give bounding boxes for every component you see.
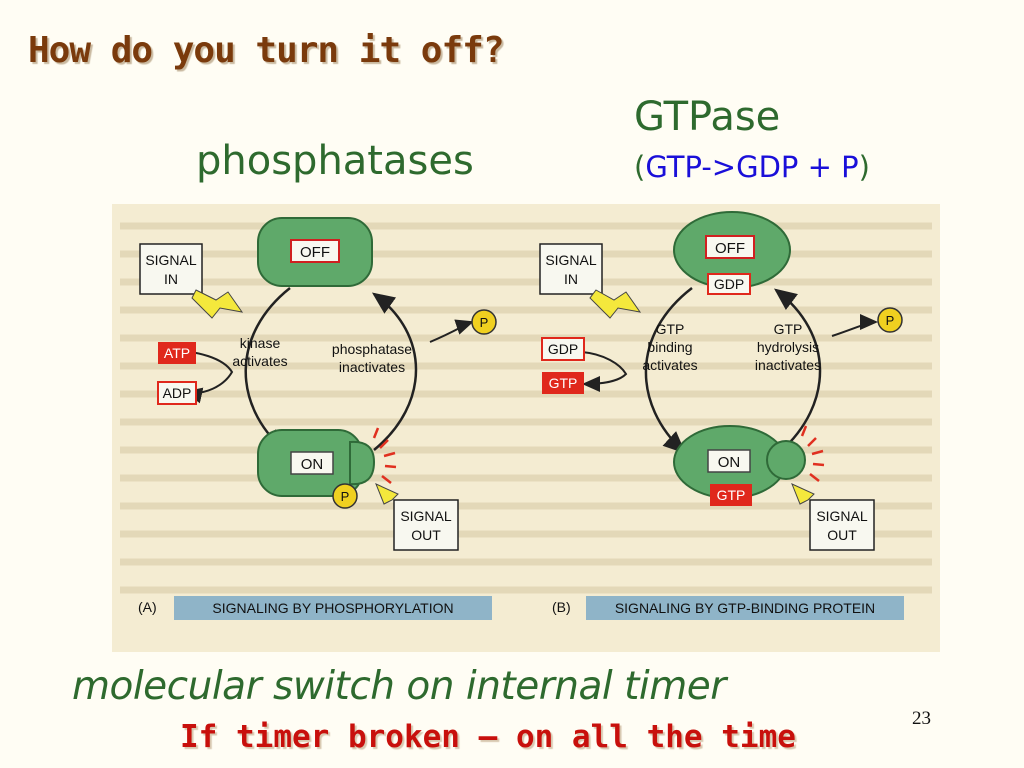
phosphatases-label: phosphatases [196, 138, 474, 184]
caption-box-b [586, 596, 904, 620]
gtp-binding-arrow [644, 287, 693, 454]
background-text-ghost [120, 222, 932, 594]
signal-out-box-a [393, 499, 459, 551]
phosphate-release-arrow [429, 319, 474, 343]
gtpase-reaction-label: (GTP->GDP + P) [634, 150, 870, 184]
figure-background [112, 204, 940, 652]
off-label-a: OFF [300, 244, 330, 261]
phosphatase-label: phosphatase [332, 341, 412, 357]
kinase-arrow [244, 287, 291, 452]
atp-label: ATP [164, 345, 190, 361]
activity-burst-a [372, 427, 397, 484]
free-phosphate-a [471, 309, 497, 335]
caption-box-a [174, 596, 492, 620]
signal-out-label-a-2: OUT [411, 527, 441, 543]
caption-b: SIGNALING BY GTP-BINDING PROTEIN [615, 600, 875, 616]
gtp-hydrolysis-reaction: GTP->GDP + P [645, 150, 859, 184]
slide-title: How do you turn it off? [28, 30, 504, 71]
signal-out-box-b [809, 499, 875, 551]
gtp-bound-label: GTP [717, 487, 746, 503]
gtp-hydrolysis-arrow [774, 288, 822, 453]
signal-in-box-a [139, 243, 203, 295]
on-tag-a [290, 451, 334, 475]
caption-letter-a: (A) [138, 599, 157, 615]
caption-a: SIGNALING BY PHOSPHORYLATION [212, 600, 453, 616]
off-tag-b [705, 235, 755, 259]
on-label-a: ON [301, 456, 324, 473]
signal-in-label-a-2: IN [164, 271, 178, 287]
bound-phosphate-a [332, 483, 358, 509]
free-phosphate-b [877, 307, 903, 333]
gdp-label: GDP [548, 341, 578, 357]
signal-out-arrow-b [791, 483, 815, 505]
page-number: 23 [912, 708, 931, 729]
gtp-bound-tag [710, 484, 752, 506]
adp-label: ADP [163, 385, 192, 401]
gdp-tag [541, 337, 585, 361]
on-label-b: ON [718, 454, 741, 471]
phosphatase-label-2: inactivates [339, 359, 405, 375]
gtp-hydrolysis-label: GTP [774, 321, 803, 337]
gtpase-label: GTPase [634, 94, 781, 140]
off-label-b: OFF [715, 240, 745, 257]
signal-in-label-b: SIGNAL [545, 252, 597, 268]
signaling-switch-figure: OFF ON P SIGNAL IN SIGNAL OUT ATP ADP ki… [112, 204, 940, 652]
signal-out-label-a: SIGNAL [400, 508, 452, 524]
off-tag-a [290, 239, 340, 263]
gtp-hydrolysis-label-2: hydrolysis [757, 339, 819, 355]
free-phosphate-label-a: P [480, 315, 489, 330]
signal-out-label-b: SIGNAL [816, 508, 868, 524]
activity-burst-b [800, 425, 825, 482]
phosphatase-arrow [371, 292, 418, 451]
paren-open: ( [634, 150, 646, 184]
gdp-bound-label: GDP [714, 276, 744, 292]
on-tag-b [707, 449, 751, 473]
signal-in-label-b-2: IN [564, 271, 578, 287]
caption-letter-b: (B) [552, 599, 571, 615]
signal-in-arrow-b [589, 289, 642, 319]
gdp-gtp-exchange-arrow [581, 351, 628, 392]
kinase-label: kinase [240, 335, 281, 351]
signal-in-arrow-a [191, 289, 244, 319]
timer-broken-warning: If timer broken – on all the time [180, 719, 796, 755]
atp-tag [158, 342, 196, 364]
adp-tag [157, 381, 197, 405]
panel-a-phosphorylation: OFF ON P SIGNAL IN SIGNAL OUT ATP ADP ki… [138, 217, 497, 620]
signal-out-arrow-a [375, 483, 399, 505]
free-phosphate-label-b: P [886, 313, 895, 328]
panel-b-gtp-binding: OFF GDP ON GTP SIGNAL IN SIGNAL OUT GDP … [539, 211, 904, 620]
kinase-label-2: activates [232, 353, 287, 369]
gtp-hydrolysis-label-3: inactivates [755, 357, 821, 373]
gdp-bound-tag [707, 273, 751, 295]
signal-out-label-b-2: OUT [827, 527, 857, 543]
gtp-tag [542, 372, 584, 394]
phosphate-release-arrow-b [831, 314, 878, 337]
molecular-switch-caption: molecular switch on internal timer [72, 664, 726, 709]
gtp-label: GTP [549, 375, 578, 391]
signal-in-label-a: SIGNAL [145, 252, 197, 268]
signal-in-box-b [539, 243, 603, 295]
paren-close: ) [858, 150, 870, 184]
gtp-binding-label-3: activates [642, 357, 697, 373]
gtp-binding-label: GTP [656, 321, 685, 337]
gtp-binding-label-2: binding [647, 339, 692, 355]
bound-phosphate-label-a: P [341, 489, 350, 504]
